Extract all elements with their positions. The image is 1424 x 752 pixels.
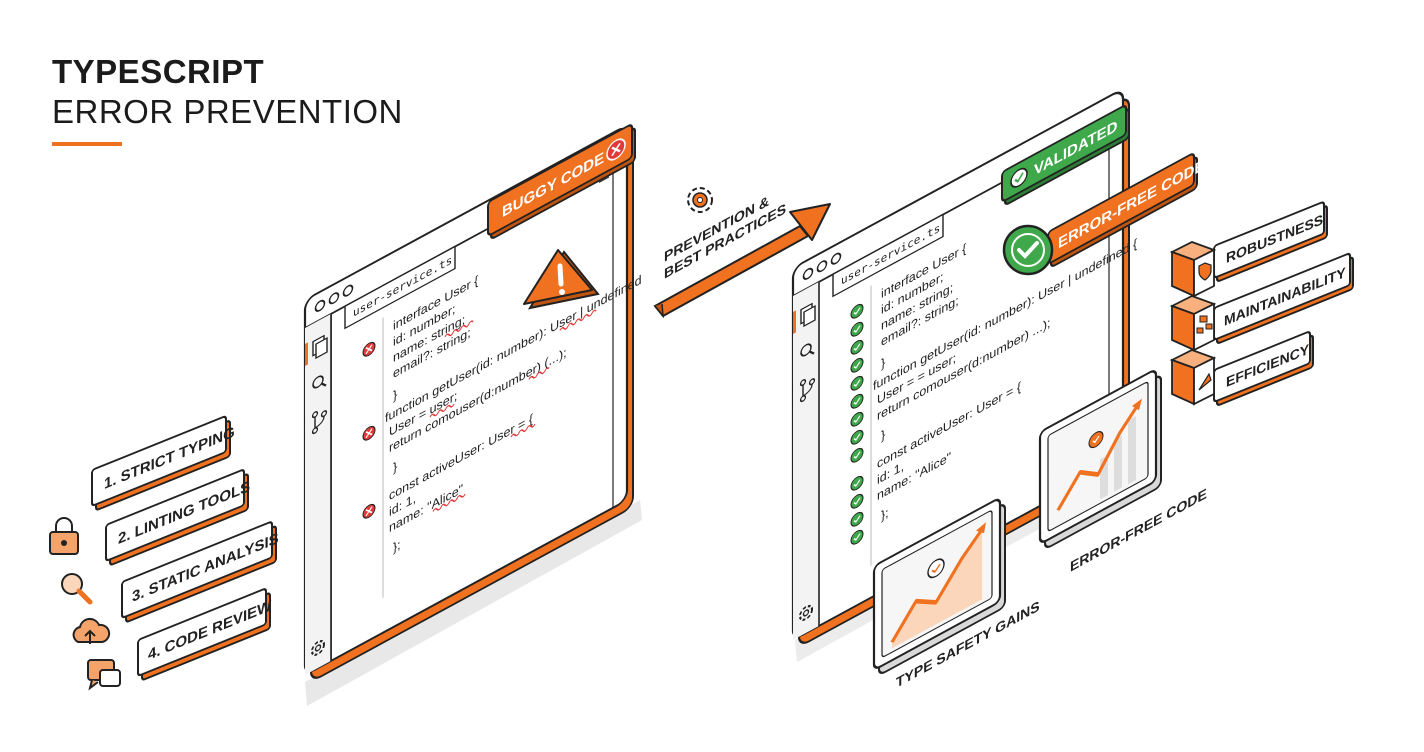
code-line: } bbox=[393, 386, 398, 403]
code-line: } bbox=[881, 426, 886, 443]
code-line: } bbox=[393, 458, 398, 475]
window-dot bbox=[314, 299, 326, 312]
check-circle-icon bbox=[927, 558, 945, 579]
error-marker-icon bbox=[362, 503, 376, 519]
check-circle-icon bbox=[1010, 167, 1028, 188]
gear-icon bbox=[687, 187, 713, 213]
files-icon bbox=[800, 302, 816, 328]
type-safety-chart-card bbox=[872, 498, 1006, 674]
error-marker-icon bbox=[362, 425, 376, 441]
code-line: }; bbox=[393, 537, 401, 555]
title-underline bbox=[52, 142, 122, 146]
page-title: TYPESCRIPT ERROR PREVENTION bbox=[52, 52, 403, 132]
org-chart-icon bbox=[1169, 295, 1217, 352]
search-icon bbox=[800, 343, 815, 357]
chat-icon bbox=[87, 659, 121, 691]
check-circle-icon bbox=[1088, 431, 1104, 449]
error-free-chart-card bbox=[1038, 370, 1162, 548]
error-marker-icon bbox=[362, 341, 376, 357]
title-line-1: TYPESCRIPT bbox=[52, 53, 265, 90]
files-icon bbox=[312, 334, 328, 360]
window-dot bbox=[816, 260, 828, 273]
window-dot bbox=[830, 252, 842, 265]
search-icon bbox=[312, 375, 327, 389]
gear-icon bbox=[799, 604, 813, 621]
gear-icon bbox=[311, 639, 325, 656]
window-dot bbox=[802, 267, 814, 280]
benefits-group: ROBUSTNESS MAINTAINABILITY EFFICIENCY bbox=[1169, 201, 1354, 406]
error-squiggles bbox=[429, 309, 597, 512]
transition-arrow bbox=[653, 203, 831, 319]
code-line: } bbox=[881, 354, 886, 371]
warning-icon bbox=[523, 249, 600, 310]
check-markers bbox=[850, 303, 864, 545]
close-icon bbox=[606, 138, 626, 161]
magnifier-icon bbox=[61, 573, 93, 605]
benefit-card: ROBUSTNESS bbox=[1213, 201, 1328, 282]
window-dot bbox=[342, 284, 354, 297]
title-line-2: ERROR PREVENTION bbox=[52, 93, 403, 130]
check-badge-icon bbox=[1002, 224, 1054, 276]
window-dot bbox=[328, 292, 340, 305]
branch-icon bbox=[311, 410, 328, 435]
branch-icon bbox=[799, 378, 816, 403]
cloud-upload-icon bbox=[72, 617, 111, 644]
rocket-icon bbox=[1169, 349, 1217, 406]
shield-icon bbox=[1169, 241, 1217, 298]
steps-group: 1. STRICT TYPING 2. LINTING TOOLS 3. STA… bbox=[49, 415, 279, 691]
lock-icon bbox=[49, 517, 79, 555]
code-line: }; bbox=[881, 505, 889, 523]
benefit-card: EFFICIENCY bbox=[1213, 331, 1314, 406]
